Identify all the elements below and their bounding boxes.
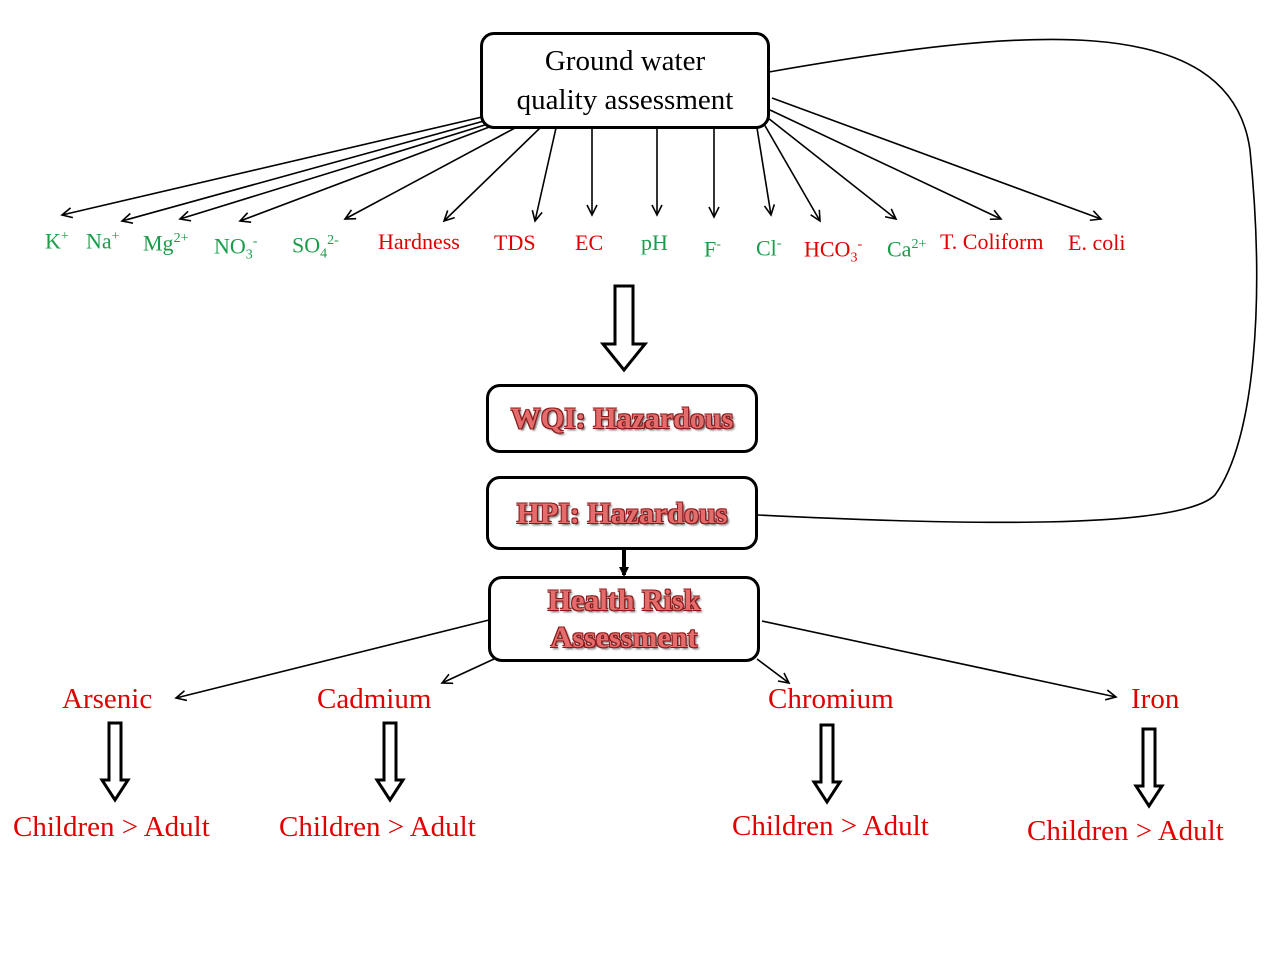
result-cadmium: Children > Adult [279, 811, 476, 843]
param-tds: TDS [494, 230, 536, 255]
hollow-arrow-main [599, 284, 649, 373]
param-ph: pH [641, 230, 668, 255]
param-ec: EC [575, 230, 604, 255]
param-hco3: HCO3- [804, 236, 863, 266]
metal-arrows [174, 619, 1118, 702]
param-mg: Mg2+ [143, 230, 189, 256]
param-tcoliform: T. Coliform [940, 229, 1044, 254]
edge-to-ecoli [771, 97, 1103, 222]
edge-to-hco3 [763, 123, 821, 223]
edge-to-tcoliform [769, 109, 1003, 221]
edge-to-k [60, 116, 483, 219]
edge-to-na [120, 120, 485, 224]
result-chromium: Children > Adult [732, 810, 929, 842]
edge-to-so4 [343, 127, 516, 220]
result-iron: Children > Adult [1027, 815, 1224, 847]
health-risk-line1: Health Risk [547, 584, 701, 617]
param-no3: NO3- [214, 233, 258, 263]
health-risk-line2: Assessment [550, 621, 698, 654]
ground-water-box: Ground water quality assessment [480, 32, 770, 129]
ground-water-line1: Ground water [544, 44, 706, 77]
edge-to-chromium [756, 658, 791, 685]
wqi-label: WQI: Hazardous [510, 402, 734, 435]
edge-to-ca [767, 117, 898, 221]
hollow-arrow-chromium [811, 723, 843, 805]
param-ca: Ca2+ [887, 236, 927, 262]
edge-to-arsenic [174, 619, 490, 702]
edge-to-hardness [442, 127, 541, 223]
edge-to-tds [531, 127, 557, 223]
health-risk-box: Health Risk Assessment [488, 576, 760, 662]
edge-to-mg [178, 123, 489, 222]
param-ecoli: E. coli [1068, 230, 1126, 255]
param-hardness: Hardness [378, 229, 460, 254]
param-f: F- [704, 236, 721, 262]
param-na: Na+ [86, 228, 120, 254]
metal-arsenic: Arsenic [62, 683, 153, 715]
loop-connector [757, 38, 1258, 524]
param-k: K+ [45, 228, 69, 254]
parameter-arrows [60, 97, 1103, 224]
hpi-label: HPI: Hazardous [516, 496, 728, 530]
metal-cadmium: Cadmium [317, 683, 432, 715]
hollow-arrow-cadmium [374, 721, 406, 803]
param-cl: Cl- [756, 235, 782, 261]
edge-to-cadmium [440, 658, 495, 685]
edge-to-cl [756, 127, 776, 217]
metal-chromium: Chromium [768, 683, 894, 715]
wqi-box: WQI: Hazardous [486, 384, 758, 453]
hollow-arrow-arsenic [99, 721, 131, 803]
edge-to-no3 [238, 125, 493, 223]
hpi-box: HPI: Hazardous [486, 476, 758, 550]
edge-to-iron [761, 620, 1118, 701]
ground-water-line2: quality assessment [516, 83, 734, 116]
hollow-arrow-iron [1133, 727, 1165, 809]
param-so4: SO42- [292, 232, 339, 262]
result-arsenic: Children > Adult [13, 811, 210, 843]
metal-iron: Iron [1131, 683, 1180, 715]
